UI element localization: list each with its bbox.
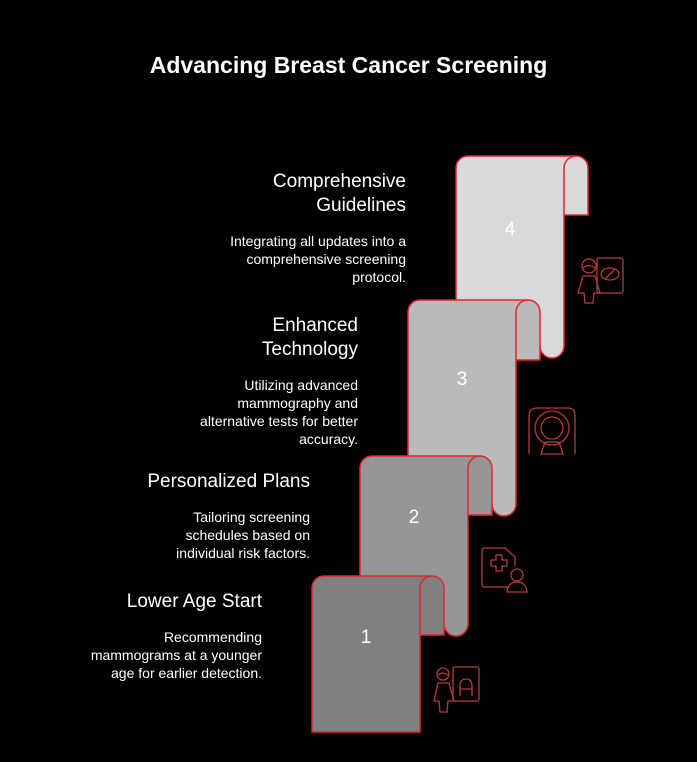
step-3-curl	[515, 299, 529, 360]
step-2-number: 2	[409, 507, 420, 528]
step-4-text: Comprehensive Guidelines Integrating all…	[206, 170, 406, 286]
step-1-title: Lower Age Start	[126, 591, 262, 612]
step-1-number: 1	[361, 627, 372, 648]
step-4-curl	[563, 155, 577, 215]
step-2-description: Tailoring screening schedules based on i…	[176, 509, 310, 561]
diagram-title: Advancing Breast Cancer Screening	[149, 52, 548, 78]
step-3-title: Enhanced Technology	[261, 315, 358, 360]
step-2-curl	[467, 455, 481, 515]
step-4-title: Comprehensive Guidelines	[272, 171, 406, 216]
step-3-text: Enhanced Technology Utilizing advanced m…	[178, 314, 358, 448]
step-1-shape	[311, 575, 445, 733]
scanner-machine-icon	[528, 407, 576, 455]
step-1-description: Recommending mammograms at a younger age…	[90, 629, 262, 681]
doctor-eye-chart-icon	[577, 257, 624, 304]
medical-record-patient-icon	[481, 547, 528, 593]
doctor-card-icon	[433, 666, 480, 713]
step-1-curl	[419, 575, 433, 635]
step-2-text: Personalized Plans Tailoring screening s…	[120, 470, 310, 562]
step-1-text: Lower Age Start Recommending mammograms …	[62, 590, 262, 682]
step-2-title: Personalized Plans	[147, 471, 310, 492]
step-3-number: 3	[457, 369, 468, 390]
step-3-description: Utilizing advanced mammography and alter…	[200, 377, 358, 447]
step-4-description: Integrating all updates into a comprehen…	[230, 233, 406, 285]
step-4-number: 4	[505, 219, 516, 240]
